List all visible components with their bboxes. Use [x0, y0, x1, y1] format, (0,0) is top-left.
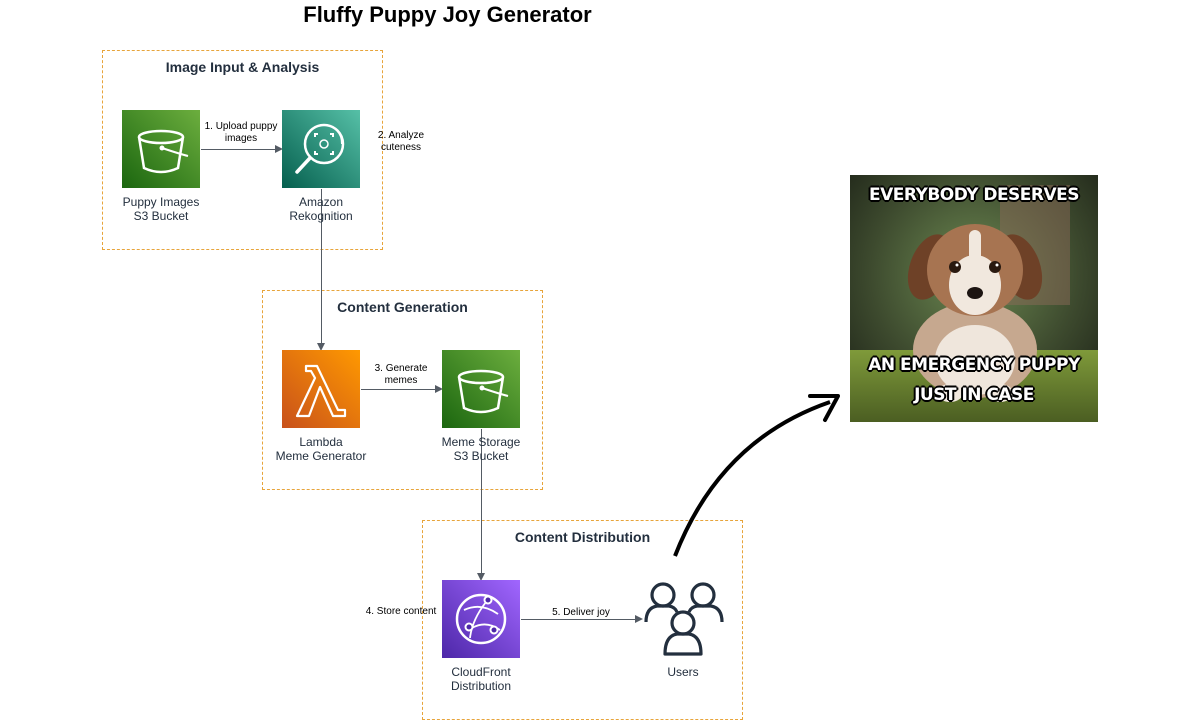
group-content-distribution: Content Distribution: [422, 520, 743, 720]
group-image-input: Image Input & Analysis: [102, 50, 383, 250]
node-label-line: Puppy Images: [122, 195, 200, 209]
edge-analyze-arrowhead: [317, 343, 325, 351]
edge-label-line: 4. Store content: [365, 606, 437, 617]
edge-deliver-line: [521, 619, 636, 620]
edge-upload-line: [201, 149, 276, 150]
group-title: Image Input & Analysis: [165, 59, 320, 75]
group-title: Content Generation: [337, 299, 468, 315]
edge-generate-line: [361, 389, 436, 390]
rekognition-label: Amazon Rekognition: [251, 195, 391, 223]
edge-deliver-arrowhead: [635, 615, 643, 623]
edge-label-line: 5. Deliver joy: [552, 607, 610, 618]
node-label-line: Users: [667, 665, 699, 679]
meme-top-text: EVERYBODY DESERVES: [868, 185, 1080, 205]
meme-bucket-label: Meme Storage S3 Bucket: [411, 435, 551, 463]
node-label-line: Meme Storage: [441, 435, 521, 449]
edge-upload-arrowhead: [275, 145, 283, 153]
node-label-line: Distribution: [450, 679, 512, 693]
cloudfront-icon[interactable]: [442, 580, 520, 658]
edge-label-deliver: 5. Deliver joy: [545, 607, 617, 619]
edge-analyze-line: [321, 189, 322, 344]
cloudfront-label: CloudFront Distribution: [411, 665, 551, 693]
edge-label-upload: 1. Upload puppy images: [201, 121, 281, 145]
node-label-line: Rekognition: [289, 209, 353, 223]
group-content-generation: Content Generation: [262, 290, 543, 490]
group-title: Content Distribution: [514, 529, 651, 545]
lambda-label: Lambda Meme Generator: [251, 435, 391, 463]
users-icon[interactable]: [643, 578, 724, 656]
s3-bucket-icon[interactable]: [122, 110, 200, 188]
edge-label-analyze: 2. Analyze cuteness: [371, 130, 431, 154]
rekognition-icon[interactable]: [282, 110, 360, 188]
edge-store-arrowhead: [477, 573, 485, 581]
edge-label-line: memes: [384, 375, 418, 386]
diagram-title: Fluffy Puppy Joy Generator: [303, 2, 592, 27]
edge-label-generate: 3. Generate memes: [366, 363, 436, 387]
node-label-line: Amazon: [298, 195, 344, 209]
edge-label-line: 2. Analyze: [377, 130, 425, 141]
edge-generate-arrowhead: [435, 385, 443, 393]
users-label: Users: [613, 665, 753, 679]
edge-label-line: 3. Generate: [374, 363, 428, 374]
edge-label-line: images: [224, 133, 258, 144]
edge-label-store: 4. Store content: [360, 606, 442, 618]
node-label-line: Meme Generator: [275, 449, 367, 463]
curved-arrow: [673, 394, 840, 557]
puppy-meme-image: EVERYBODY DESERVES AN EMERGENCY PUPPY JU…: [850, 175, 1098, 422]
lambda-icon[interactable]: [282, 350, 360, 428]
meme-bottom-line2: JUST IN CASE: [914, 385, 1034, 405]
meme-bottom-line1: AN EMERGENCY PUPPY: [868, 355, 1080, 375]
node-label-line: S3 Bucket: [133, 209, 189, 223]
edge-label-line: 1. Upload puppy: [204, 121, 278, 132]
node-label-line: S3 Bucket: [453, 449, 509, 463]
node-label-line: Lambda: [299, 435, 343, 449]
edge-store-line: [481, 429, 482, 574]
node-label-line: CloudFront: [451, 665, 511, 679]
s3-bucket-icon[interactable]: [442, 350, 520, 428]
edge-label-line: cuteness: [380, 142, 422, 153]
puppy-bucket-label: Puppy Images S3 Bucket: [91, 195, 231, 223]
